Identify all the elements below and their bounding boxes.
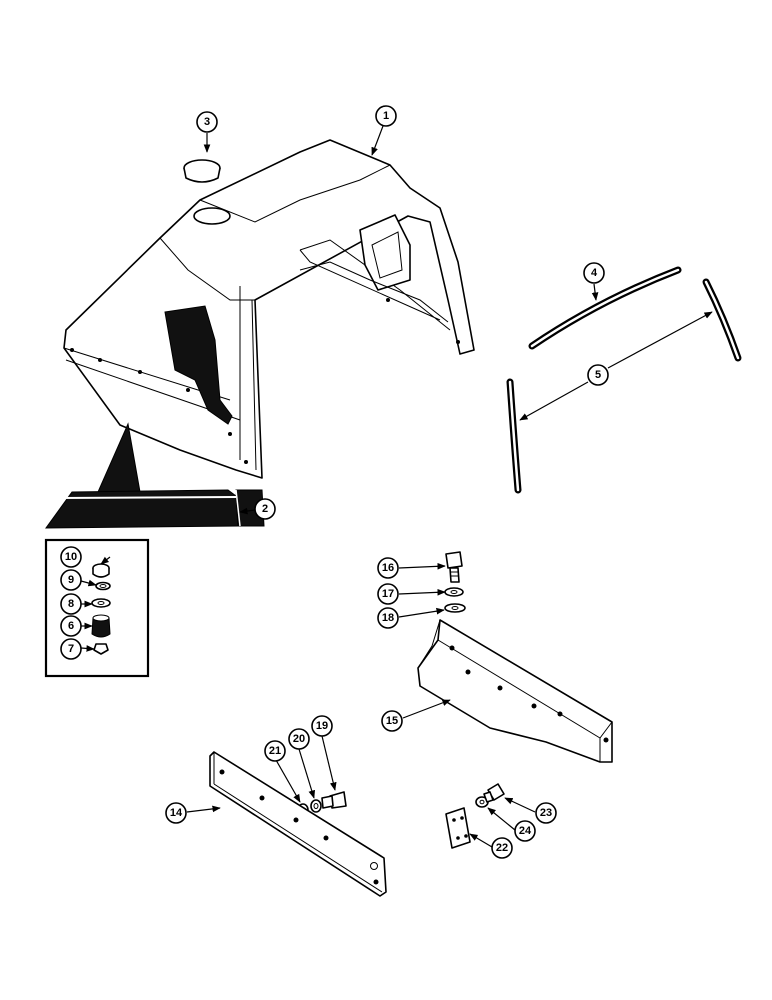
side-vent [164, 305, 233, 425]
leader-22 [469, 833, 493, 848]
svg-text:19: 19 [316, 720, 328, 732]
svg-text:4: 4 [591, 267, 598, 279]
svg-text:5: 5 [595, 369, 601, 381]
leader-18 [398, 607, 445, 618]
svg-text:16: 16 [382, 562, 394, 574]
leader-16 [398, 562, 446, 570]
callout-19: 19 [311, 715, 333, 737]
hood-shell [63, 139, 475, 479]
callout-2: 2 [254, 498, 276, 520]
svg-text:1: 1 [383, 110, 389, 122]
svg-text:18: 18 [382, 612, 394, 624]
callout-3: 3 [196, 111, 218, 133]
leader-1 [371, 125, 384, 156]
svg-text:21: 21 [269, 745, 281, 757]
leader-21 [275, 759, 301, 803]
leader-20 [298, 748, 315, 799]
callouts: 1 3 2 4 5 10 9 8 6 7 16 17 18 15 14 19 2… [60, 105, 609, 859]
leader-19 [321, 735, 337, 791]
mount-nut [92, 563, 110, 578]
seal-strip-right [702, 278, 742, 362]
svg-text:14: 14 [170, 807, 183, 819]
callout-20: 20 [288, 728, 310, 750]
svg-text:3: 3 [204, 116, 210, 128]
callout-5: 5 [587, 364, 609, 386]
leader-15 [402, 699, 451, 719]
leader-7 [80, 645, 95, 652]
callout-16: 16 [377, 557, 399, 579]
callout-21: 21 [264, 740, 286, 762]
svg-text:10: 10 [65, 551, 77, 563]
bracket-bolt [445, 551, 463, 583]
mount-lock-washer [95, 581, 111, 591]
leader-5b [519, 381, 589, 421]
callout-23: 23 [535, 802, 557, 824]
svg-text:2: 2 [262, 503, 268, 515]
svg-text:9: 9 [68, 574, 74, 586]
bracket-lock-washer [444, 587, 464, 597]
callout-22: 22 [491, 837, 513, 859]
clamp-plate [445, 807, 471, 849]
svg-text:7: 7 [68, 643, 74, 655]
clamp-bolt [483, 783, 505, 803]
callout-1: 1 [375, 105, 397, 127]
callout-18: 18 [377, 607, 399, 629]
svg-text:23: 23 [540, 807, 552, 819]
leader-14 [186, 805, 221, 813]
leader-5a [607, 311, 713, 369]
callout-8: 8 [60, 593, 82, 615]
leader-17 [398, 588, 446, 596]
bracket-flat-washer [444, 603, 466, 613]
svg-text:6: 6 [68, 620, 74, 632]
svg-text:8: 8 [68, 598, 74, 610]
svg-text:15: 15 [386, 715, 398, 727]
svg-text:17: 17 [382, 588, 394, 600]
svg-text:20: 20 [293, 733, 305, 745]
callout-17: 17 [377, 583, 399, 605]
mount-flat-washer [91, 598, 111, 608]
support-lock-washer [310, 799, 322, 813]
leader-10 [100, 556, 111, 565]
mounting-bracket-right [417, 619, 613, 763]
support-bolt [321, 791, 347, 809]
plug-cap [183, 159, 221, 183]
callout-4: 4 [583, 262, 605, 284]
callout-6: 6 [60, 615, 82, 637]
hood-opening [193, 207, 231, 225]
callout-15: 15 [381, 710, 403, 732]
callout-10: 10 [60, 546, 82, 568]
callout-24: 24 [514, 820, 536, 842]
leader-24 [487, 807, 516, 831]
decal-strip [45, 422, 265, 529]
callout-9: 9 [60, 569, 82, 591]
seal-strip-left [506, 378, 522, 494]
leader-4 [591, 283, 599, 301]
support-bar-left [209, 751, 387, 897]
leader-lines [80, 125, 713, 848]
seal-strip-top [528, 266, 682, 350]
leader-9 [80, 579, 97, 587]
callout-14: 14 [165, 802, 187, 824]
svg-text:24: 24 [519, 825, 532, 837]
rubber-mount [91, 614, 111, 638]
svg-text:22: 22 [496, 842, 508, 854]
leader-23 [504, 797, 536, 813]
leader-2 [239, 507, 256, 515]
callout-7: 7 [60, 638, 82, 660]
